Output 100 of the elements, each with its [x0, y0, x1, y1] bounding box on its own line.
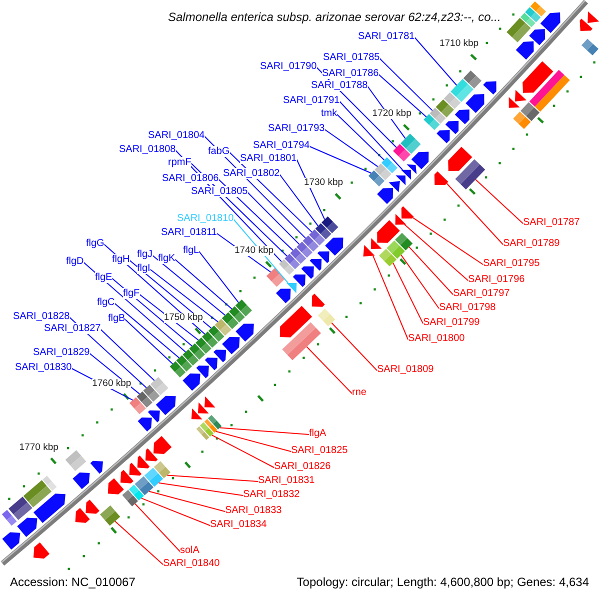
gene-block: [200, 422, 214, 437]
gene-feature: [454, 110, 470, 124]
leader-line: [331, 322, 378, 371]
scale-label: 1710 kbp: [439, 39, 479, 50]
gene-block: [381, 157, 398, 174]
gene-feature: [411, 152, 429, 170]
gene-label: SARI_01790: [260, 60, 317, 72]
gene-feature: [466, 94, 484, 113]
gene-label: SARI_01797: [453, 288, 510, 298]
leader-line: [112, 278, 192, 347]
gene-block: [424, 114, 440, 130]
leader-line: [114, 520, 164, 565]
gene-feature: [522, 61, 554, 93]
gene-label: SARI_01793: [268, 122, 325, 134]
gene-label: flgK: [158, 252, 176, 264]
gene-block: [2, 510, 17, 526]
leader-line: [247, 192, 300, 245]
leader-line: [166, 474, 258, 482]
leader-line: [324, 129, 378, 168]
gene-feature: [540, 12, 560, 33]
gene-feature: [236, 324, 254, 342]
gene-block: [189, 343, 206, 360]
gene-block: [322, 216, 338, 234]
gene-feature: [196, 366, 209, 378]
gene-label: SARI_01828: [13, 310, 70, 322]
gene-feature: [310, 258, 322, 271]
gene-block: [128, 484, 144, 500]
gene-block: [196, 426, 210, 440]
gene-label: SARI_01785: [323, 52, 380, 62]
leader-line: [392, 262, 424, 324]
gene-block: [525, 7, 541, 22]
gene-feature: [75, 508, 90, 523]
accession-text: Accession: NC_010067: [10, 575, 136, 589]
gene-feature: [406, 164, 417, 174]
gene-block: [122, 490, 138, 506]
gene-feature: [395, 214, 406, 225]
genome-info-text: Topology: circular; Length: 4,600,800 bp; Genes: 4,634: [296, 575, 589, 589]
gene-block: [214, 318, 232, 336]
gene-label: SARI_01827: [44, 322, 101, 334]
gene-label: SARI_01832: [243, 488, 300, 500]
scale-label: 1740 kbp: [234, 246, 274, 256]
gene-feature: [286, 282, 297, 294]
gene-label: SARI_01787: [523, 216, 580, 228]
gene-block: [520, 102, 540, 122]
gene-label: flgH: [112, 254, 130, 264]
gene-block: [395, 232, 413, 250]
gene-block: [208, 326, 224, 342]
gene-label: SARI_01833: [225, 504, 282, 516]
leader-line: [306, 346, 352, 394]
gene-feature: [198, 402, 209, 414]
leader-line: [158, 482, 244, 496]
gene-label: SARI_01809: [377, 364, 434, 374]
gene-block: [222, 312, 239, 330]
gene-block: [455, 159, 486, 190]
gene-block: [100, 505, 120, 526]
gene-feature: [325, 238, 344, 256]
scale-label: 1720 kbp: [372, 109, 412, 120]
gene-block: [513, 112, 531, 129]
gene-block: [290, 248, 306, 264]
gene-feature: [137, 456, 150, 468]
gene-feature: [434, 171, 448, 185]
gene-label: SARI_01830: [15, 362, 72, 372]
gene-block: [309, 229, 326, 246]
gene-feature: [580, 18, 593, 31]
leader-line: [404, 224, 468, 281]
gene-label: SARI_01788: [311, 80, 368, 90]
leader-line: [204, 136, 306, 239]
gene-feature: [156, 396, 176, 416]
gene-block: [170, 361, 186, 378]
gene-block: [284, 254, 300, 270]
leader-line: [412, 217, 484, 265]
scale-label: 1760 kbp: [92, 378, 132, 389]
gene-label: flgE: [95, 272, 112, 282]
gene-block: [204, 418, 218, 433]
gene-block: [506, 18, 531, 42]
gene-block: [208, 415, 222, 430]
leader-line: [83, 262, 186, 352]
gene-block: [143, 384, 160, 402]
gene-block: [23, 480, 52, 508]
leader-line: [379, 58, 433, 112]
gene-block: [393, 144, 411, 162]
gene-label: SARI_01795: [483, 258, 540, 268]
leader-line: [339, 101, 404, 170]
leader-line: [215, 430, 292, 452]
gene-feature: [529, 29, 546, 46]
gene-feature: [370, 238, 382, 249]
gene-feature: [86, 500, 100, 514]
gene-feature: [204, 396, 216, 408]
gene-label: solA: [180, 544, 200, 556]
gene-label: SARI_01801: [240, 152, 297, 164]
gene-label: rne: [352, 386, 366, 398]
leader-line: [336, 114, 385, 160]
gene-block: [463, 70, 482, 89]
gene-feature: [108, 478, 124, 494]
gene-block: [318, 308, 336, 326]
gene-feature: [312, 294, 325, 307]
leader-line: [414, 37, 458, 86]
gene-block: [282, 322, 321, 360]
gene-feature: [396, 175, 406, 186]
gene-feature: [153, 436, 172, 454]
